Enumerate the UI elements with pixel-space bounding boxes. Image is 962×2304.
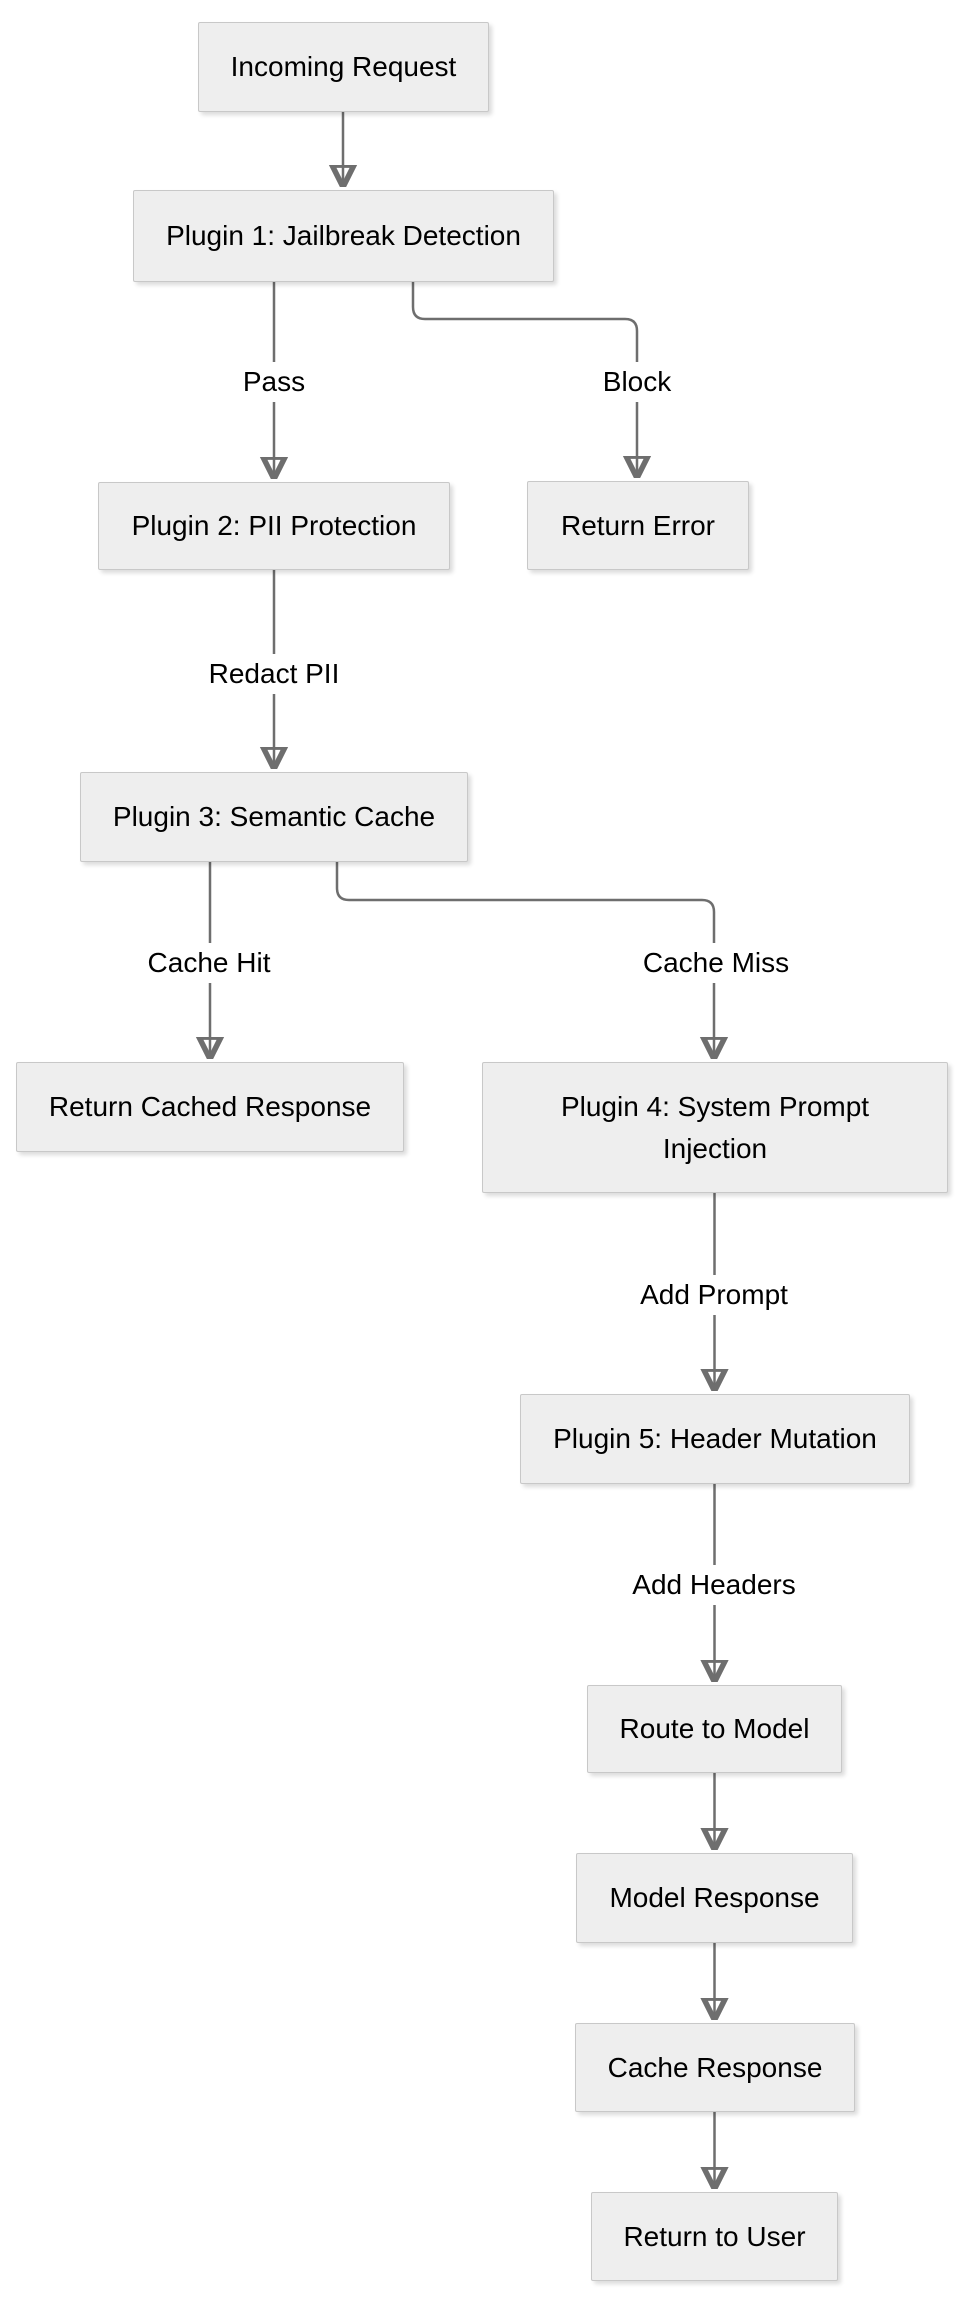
node-model-response: Model Response (576, 1853, 853, 1943)
node-plugin5-header-mutation: Plugin 5: Header Mutation (520, 1394, 910, 1484)
node-incoming-request: Incoming Request (198, 22, 489, 112)
edge-label-block: Block (594, 362, 680, 402)
edge-label-pass: Pass (234, 362, 314, 402)
node-plugin3-semantic-cache: Plugin 3: Semantic Cache (80, 772, 468, 862)
edge-label-add-headers: Add Headers (624, 1565, 804, 1605)
node-return-error: Return Error (527, 481, 749, 570)
edge-label-add-prompt: Add Prompt (632, 1275, 796, 1315)
node-cache-response: Cache Response (575, 2023, 855, 2112)
node-plugin2-pii-protection: Plugin 2: PII Protection (98, 482, 450, 570)
node-return-to-user: Return to User (591, 2192, 838, 2281)
node-route-to-model: Route to Model (587, 1685, 842, 1773)
edge-label-cache-miss: Cache Miss (634, 943, 798, 983)
edge-label-redact-pii: Redact PII (200, 654, 348, 694)
edge-plugin1-to-return-error (411, 282, 637, 477)
edge-plugin3-to-plugin4 (335, 862, 714, 1058)
node-plugin1-jailbreak-detection: Plugin 1: Jailbreak Detection (133, 190, 554, 282)
node-plugin4-system-prompt-injection: Plugin 4: System Prompt Injection (482, 1062, 948, 1193)
edge-label-cache-hit: Cache Hit (139, 943, 279, 983)
node-return-cached-response: Return Cached Response (16, 1062, 404, 1152)
